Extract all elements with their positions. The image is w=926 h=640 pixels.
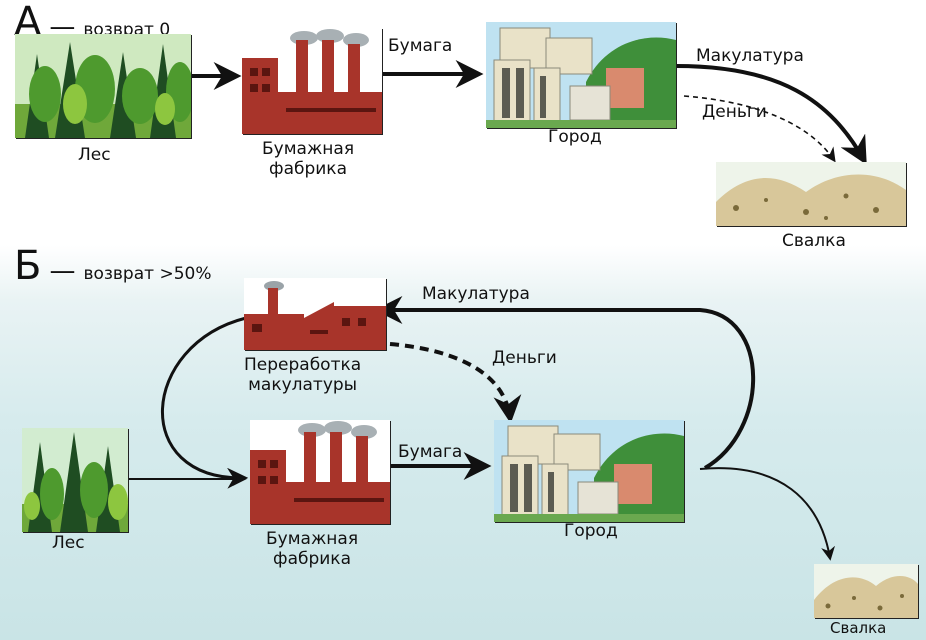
arrow-b-money-dashed xyxy=(389,342,522,424)
arrow-b-city-to-landfill xyxy=(699,467,835,561)
scheme-b-recycling-caption-line2: макулатуры xyxy=(248,374,358,395)
arrow-b-recycling-to-mill xyxy=(160,316,249,489)
scheme-a-money-label: Деньги xyxy=(702,102,767,122)
scheme-b-heading: Б — возврат >50% xyxy=(14,246,211,286)
scheme-b-waste-paper-label: Макулатура xyxy=(422,284,530,304)
scheme-a-paper-mill-image xyxy=(242,28,382,134)
scheme-b-money-label: Деньги xyxy=(492,348,557,368)
scheme-b-paper-label: Бумага xyxy=(398,442,463,462)
scheme-a-paper-mill-caption-line1: Бумажная xyxy=(262,139,355,159)
scheme-b-city-image xyxy=(494,420,684,522)
scheme-a-paper-label: Бумага xyxy=(388,36,453,56)
scheme-a-paper-mill-caption: Бумажная фабрика xyxy=(262,139,355,179)
scheme-a-city-image xyxy=(486,22,676,128)
arrow-b-city-to-recycling xyxy=(374,296,756,470)
scheme-b-landfill-caption: Свалка xyxy=(830,619,887,637)
scheme-b-recycling-plant-image xyxy=(244,278,386,350)
scheme-b-dash: — xyxy=(49,256,76,286)
scheme-b-city-caption: Город xyxy=(564,521,618,541)
scheme-a-city-caption: Город xyxy=(548,127,602,147)
scheme-a-forest-caption: Лес xyxy=(78,145,111,165)
scheme-b-return-text: возврат >50% xyxy=(83,264,212,284)
scheme-b-letter: Б xyxy=(14,243,42,289)
arrow-a-city-to-landfill xyxy=(675,64,867,165)
scheme-a-forest-image xyxy=(15,34,191,138)
scheme-b-landfill-image xyxy=(814,564,918,618)
scheme-b-paper-mill-caption: Бумажная фабрика xyxy=(266,529,359,569)
scheme-a-waste-paper-label: Макулатура xyxy=(696,46,804,66)
scheme-b-paper-mill-caption-line1: Бумажная xyxy=(266,529,359,549)
scheme-a-paper-mill-caption-line2: фабрика xyxy=(269,158,347,179)
scheme-a-landfill-caption: Свалка xyxy=(782,231,846,251)
scheme-b-paper-mill-caption-line2: фабрика xyxy=(273,548,351,569)
scheme-b-forest-image xyxy=(22,428,128,532)
scheme-b-recycling-caption: Переработка макулатуры xyxy=(244,355,362,395)
scheme-a-landfill-image xyxy=(716,162,906,226)
scheme-b-recycling-caption-line1: Переработка xyxy=(244,355,362,375)
scheme-b-forest-caption: Лес xyxy=(52,533,85,553)
scheme-b-paper-mill-image xyxy=(250,420,390,524)
